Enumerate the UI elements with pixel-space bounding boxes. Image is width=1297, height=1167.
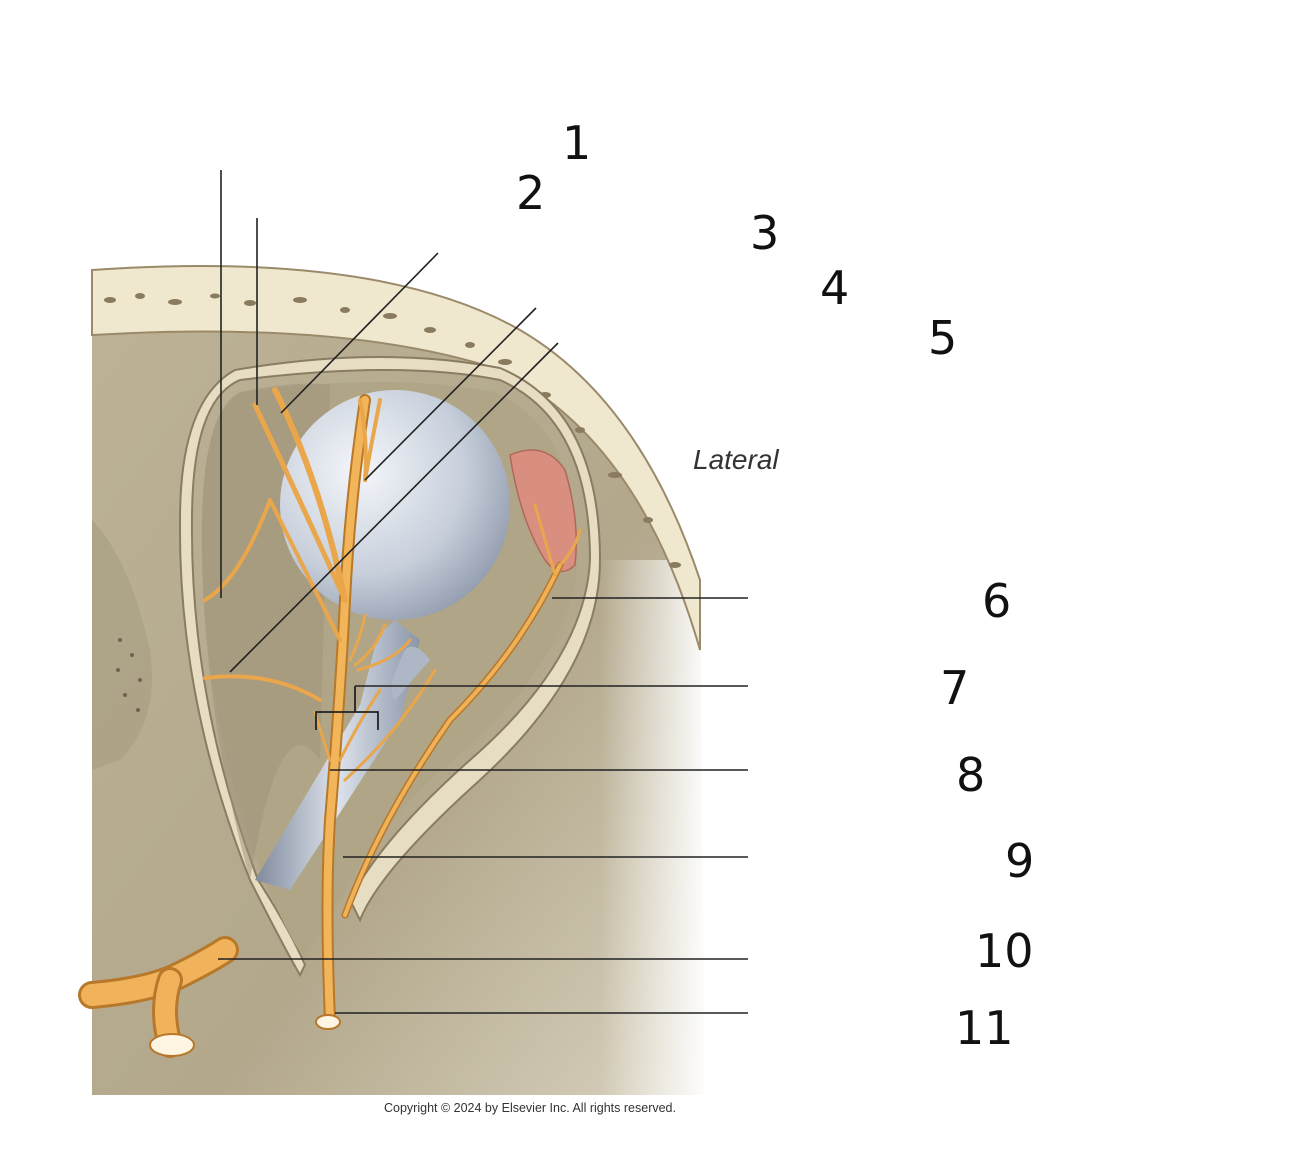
label-6: 6 [982, 574, 1012, 628]
nerve-cut-end-left [149, 1033, 195, 1057]
lacrimal-gland [509, 449, 577, 573]
orbit-wall [178, 355, 602, 978]
leader-lines [218, 170, 748, 1014]
nerves [78, 387, 582, 1058]
label-1: 1 [562, 116, 592, 170]
label-10: 10 [975, 924, 1034, 978]
ganglion-bracket [315, 686, 379, 730]
label-8: 8 [956, 748, 986, 802]
nerve-cut-end-main [315, 1014, 341, 1030]
medial-wall [92, 520, 152, 770]
label-4: 4 [820, 261, 850, 315]
label-5: 5 [928, 311, 958, 365]
label-11: 11 [955, 1001, 1014, 1055]
orientation-label: Lateral [693, 444, 779, 475]
label-3: 3 [750, 206, 780, 260]
copyright-text: Copyright © 2024 by Elsevier Inc. All ri… [384, 1101, 676, 1115]
label-2: 2 [516, 166, 546, 220]
skull-bone [91, 265, 701, 651]
label-7: 7 [940, 661, 970, 715]
label-9: 9 [1005, 834, 1035, 888]
